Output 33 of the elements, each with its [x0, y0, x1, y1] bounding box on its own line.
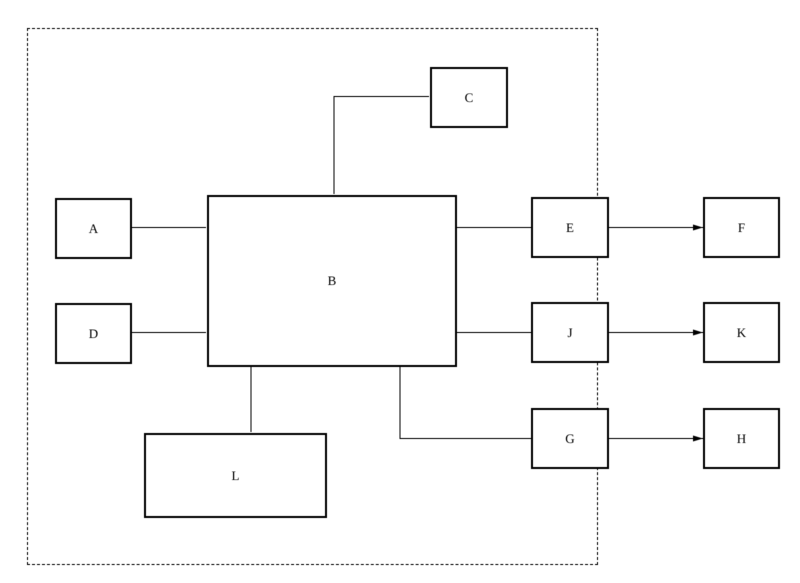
block-label: L [232, 466, 240, 485]
block-label: G [565, 430, 575, 448]
block-label: J [567, 324, 573, 342]
arrow [608, 436, 704, 442]
block-box [207, 195, 457, 367]
block-box [430, 67, 508, 128]
block-box [703, 197, 780, 258]
block-label: C [464, 88, 474, 107]
block-label: D [88, 324, 98, 343]
block-label: A [88, 220, 98, 238]
connector-line [334, 96, 430, 194]
connector-line [130, 227, 206, 228]
block-label: B [328, 272, 336, 290]
block-label: K [736, 324, 746, 342]
block-box [55, 198, 132, 259]
arrow [608, 224, 704, 230]
block-label: E [566, 218, 574, 237]
block-box [703, 302, 780, 363]
arrow [608, 330, 704, 336]
boundary-box [27, 28, 598, 565]
block-box [531, 302, 609, 363]
block-box [531, 408, 609, 469]
block-box [703, 408, 780, 469]
connector-line [456, 227, 532, 228]
connector-line [130, 332, 206, 333]
block-box [55, 303, 132, 364]
connector-line [250, 366, 252, 432]
block-label: F [738, 218, 746, 237]
connector-line [400, 366, 532, 439]
connector-line [456, 332, 532, 333]
block-box [144, 433, 327, 518]
block-box [531, 197, 609, 258]
block-label: H [736, 430, 746, 448]
